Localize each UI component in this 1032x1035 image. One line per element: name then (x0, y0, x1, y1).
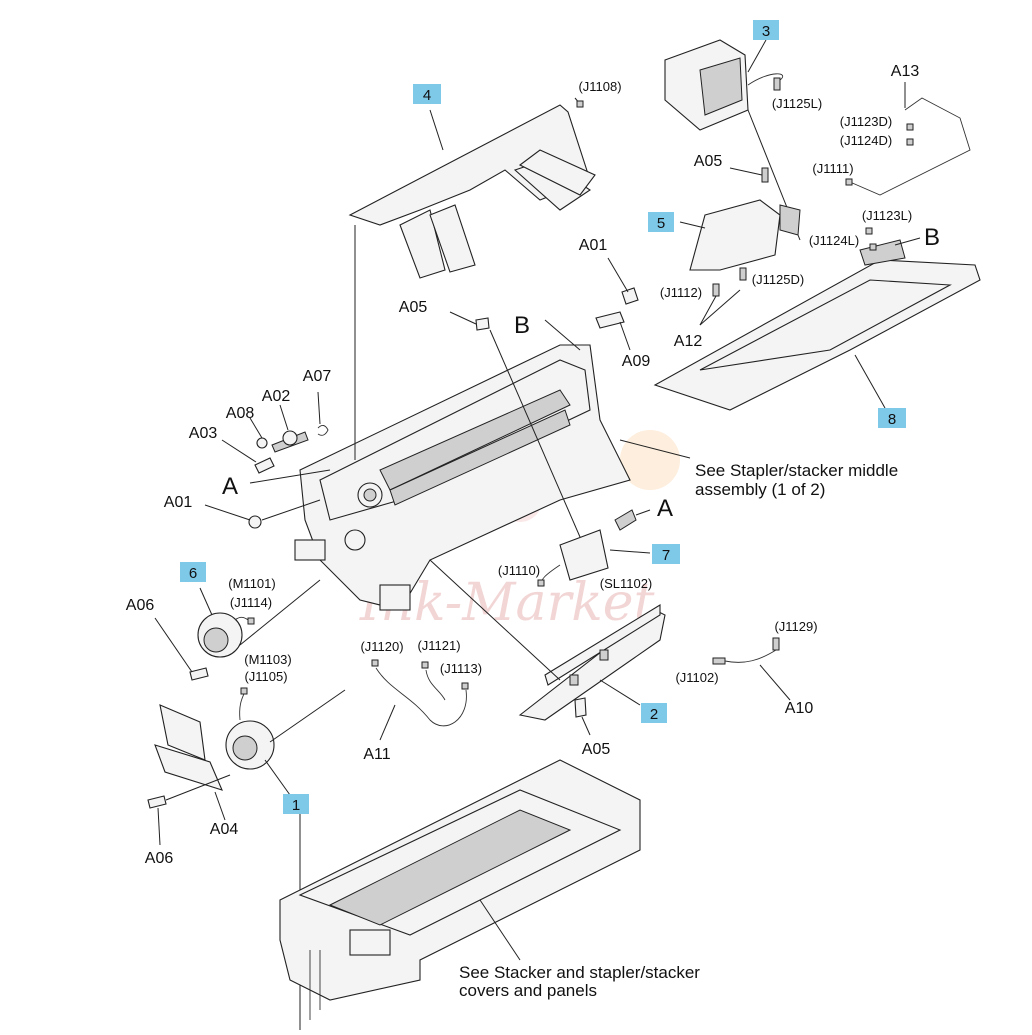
label-A05-right: A05 (694, 153, 723, 170)
svg-text:5: 5 (657, 215, 665, 232)
callout-7: 7 (652, 544, 680, 564)
callout-8: 8 (878, 408, 906, 428)
svg-text:1: 1 (292, 797, 300, 814)
part-A05-screw-upper (449, 311, 490, 331)
part-A01-screw-upper (607, 257, 639, 305)
label-J1125L: (J1125L) (772, 96, 822, 111)
svg-text:4: 4 (423, 87, 431, 104)
callout-2: 2 (641, 703, 667, 723)
part-4-top-guide (348, 97, 596, 279)
label-A11: A11 (363, 746, 390, 763)
part-3-stapler-unit (664, 39, 801, 241)
label-J1124L: (J1124L) (809, 233, 859, 248)
part-7-solenoid (537, 509, 651, 587)
letter-b-right: B (924, 224, 940, 251)
part-A13-board (845, 82, 971, 196)
label-A13: A13 (891, 63, 920, 80)
label-A04: A04 (210, 821, 239, 838)
label-A12: A12 (674, 333, 703, 350)
note-covers-line1: See Stacker and stapler/stacker (459, 963, 700, 982)
label-A06-lower: A06 (145, 850, 174, 867)
part-1-motor-assembly (147, 687, 346, 1030)
letter-b-center: B (514, 312, 530, 339)
callout-6: 6 (180, 562, 206, 582)
part-A01-screw-lower (204, 499, 321, 529)
part-8-output-tray (653, 227, 981, 411)
callout-5: 5 (648, 212, 674, 232)
label-J1102: (J1102) (675, 670, 718, 685)
label-SL1102: (SL1102) (600, 576, 653, 591)
callout-1: 1 (283, 794, 309, 814)
label-J1129: (J1129) (774, 619, 817, 634)
note-middle-assembly-line2: assembly (1 of 2) (695, 480, 825, 499)
label-A08: A08 (226, 405, 255, 422)
label-J1105: (J1105) (244, 669, 287, 684)
label-A02: A02 (262, 388, 291, 405)
label-J1120: (J1120) (360, 639, 403, 654)
label-A09: A09 (622, 353, 651, 370)
label-A01-lower: A01 (164, 494, 193, 511)
note-covers-line2: covers and panels (459, 981, 597, 1000)
label-J1110: (J1110) (498, 563, 540, 578)
label-M1103: (M1103) (244, 652, 291, 667)
svg-text:3: 3 (762, 23, 770, 40)
part-5-bracket (679, 167, 801, 326)
label-A05-upper: A05 (399, 299, 428, 316)
part-A11-harness (371, 659, 469, 741)
svg-text:2: 2 (650, 706, 658, 723)
part-2-pcb (429, 559, 666, 736)
label-J1123L: (J1123L) (862, 208, 912, 223)
svg-text:7: 7 (662, 547, 670, 564)
callout-4: 4 (413, 84, 441, 104)
label-A03: A03 (189, 425, 218, 442)
svg-text:6: 6 (189, 565, 197, 582)
letter-a-right: A (657, 495, 673, 522)
label-J1121: (J1121) (417, 638, 460, 653)
part-A10-harness (712, 637, 791, 701)
base-cover (279, 759, 641, 1020)
part-A09-screw (595, 311, 631, 351)
main-frame-assembly (294, 225, 691, 611)
label-J1123D: (J1123D) (840, 114, 893, 129)
label-J1125D: (J1125D) (752, 272, 805, 287)
callout-3: 3 (753, 20, 779, 40)
part-6-motor (154, 579, 321, 681)
label-J1112: (J1112) (660, 285, 702, 300)
label-A07: A07 (303, 368, 332, 385)
label-J1114: (J1114) (230, 595, 272, 610)
label-A06-upper: A06 (126, 597, 155, 614)
label-M1101: (M1101) (228, 576, 275, 591)
letter-a-left: A (222, 473, 238, 500)
label-J1108: (J1108) (578, 79, 621, 94)
label-J1124D: (J1124D) (840, 133, 893, 148)
svg-text:8: 8 (888, 411, 896, 428)
label-A05-lower: A05 (582, 741, 611, 758)
label-J1113: (J1113) (440, 661, 482, 676)
label-J1111: (J1111) (812, 161, 853, 176)
note-middle-assembly-line1: See Stapler/stacker middle (695, 461, 898, 480)
label-A10: A10 (785, 700, 814, 717)
label-A01-upper: A01 (579, 237, 608, 254)
shaft-small-parts (221, 391, 331, 484)
